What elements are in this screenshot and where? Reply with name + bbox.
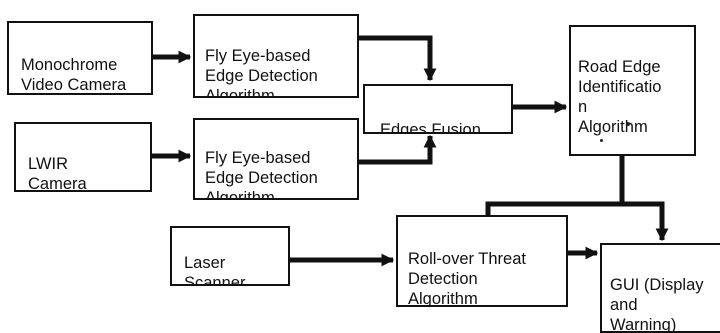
monochrome-video-camera-box[interactable]: Monochrome Video Camera (7, 21, 153, 95)
lwir-camera-box[interactable]: LWIR Camera (14, 122, 152, 192)
road-edge-identification-label: Road Edge Identificatio n Algorithm (578, 58, 662, 136)
arrow-flyeye-top-to-fusion (357, 35, 437, 82)
pen-mark-dot-small (600, 139, 603, 142)
monochrome-video-camera-label: Monochrome Video Camera (21, 56, 127, 94)
fly-eye-edge-detection-top-label: Fly Eye-based Edge Detection Algorithm (205, 47, 318, 98)
laser-scanner-box[interactable]: Laser Scanner (170, 226, 290, 286)
rollover-threat-detection-box[interactable]: Roll-over Threat Detection Algorithm (396, 215, 568, 307)
road-edge-identification-box[interactable]: Road Edge Identificatio n Algorithm (569, 25, 696, 156)
edges-fusion-box[interactable]: Edges Fusion (363, 84, 513, 134)
fly-eye-edge-detection-bottom-box[interactable]: Fly Eye-based Edge Detection Algorithm (193, 118, 359, 200)
arrow-road-to-gui (622, 201, 669, 242)
lwir-camera-label: LWIR Camera (28, 155, 87, 192)
laser-scanner-label: Laser Scanner (184, 254, 246, 286)
gui-display-warning-label: GUI (Display and Warning) (610, 276, 704, 333)
fly-eye-edge-detection-top-box[interactable]: Fly Eye-based Edge Detection Algorithm (193, 14, 359, 98)
arrow-flyeye-bottom-to-fusion (357, 134, 437, 165)
fly-eye-edge-detection-bottom-label: Fly Eye-based Edge Detection Algorithm (205, 149, 318, 200)
rollover-threat-detection-label: Roll-over Threat Detection Algorithm (408, 250, 526, 307)
edges-fusion-label: Edges Fusion (380, 121, 481, 134)
gui-display-warning-box[interactable]: GUI (Display and Warning) (600, 243, 720, 333)
pen-mark-dot (626, 122, 630, 126)
